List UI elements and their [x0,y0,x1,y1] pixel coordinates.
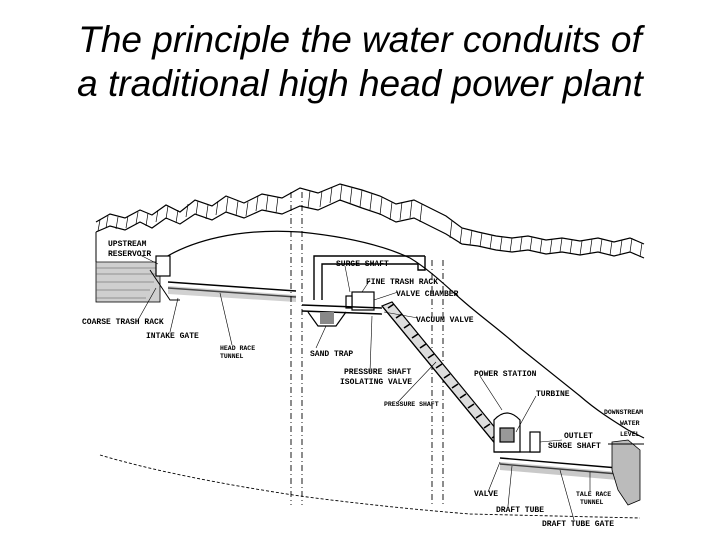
leader-lines [137,254,591,521]
label-downstream-3: LEVEL [620,431,640,438]
label-downstream-2: WATER [620,420,640,427]
page-title: The principle the water conduits of a tr… [0,18,720,106]
ground-line [99,454,641,519]
label-head-race-1: HEAD RACE [220,345,255,352]
valve-chamber [345,291,375,311]
tail-race-tunnel [499,457,619,475]
label-head-race-2: TUNNEL [220,353,244,360]
mountain-profile [157,230,645,439]
section-lines [290,192,444,505]
label-turbine: TURBINE [536,390,570,399]
label-sand-trap: SAND TRAP [310,350,353,359]
power-station [493,412,541,453]
label-intake-gate: INTAKE GATE [146,332,199,341]
label-isolating-1: PRESSURE SHAFT [344,368,411,377]
title-line-1: The principle the water conduits of [78,19,642,60]
tail-race-ground [500,462,618,480]
surge-shaft [313,255,426,300]
label-surge-shaft: SURGE SHAFT [336,260,389,269]
upstream-reservoir [95,232,161,303]
label-valve-chamber: VALVE CHAMBER [396,290,459,299]
label-fine-trash-rack: FINE TRASH RACK [366,278,438,287]
label-upstream-1: UPSTREAM [108,240,147,249]
label-coarse-trash-rack: COARSE TRASH RACK [82,318,164,327]
head-race-ground [168,286,296,302]
label-valve: VALVE [474,490,498,499]
label-outlet-2: SURGE SHAFT [548,442,601,451]
label-tail-race-2: TUNNEL [580,499,604,506]
sand-trap [307,311,347,327]
downstream-water [608,439,644,506]
label-vacuum-valve: VACUUM VALVE [416,316,474,325]
label-power-station: POWER STATION [474,370,537,379]
label-outlet-1: OUTLET [564,432,593,441]
label-tail-race-1: TALE RACE [576,491,611,498]
label-upstream-2: RESERVOIR [108,250,151,259]
label-pressure-shaft: PRESSURE SHAFT [384,401,439,408]
conduit [301,304,383,315]
intake-structure [149,255,180,301]
mountain-hatching [97,183,643,258]
label-isolating-2: ISOLATING VALVE [340,378,412,387]
mountain-ridge [95,183,645,259]
label-downstream-1: DOWNSTREAM [604,409,643,416]
label-draft-tube: DRAFT TUBE [496,506,544,515]
head-race-tunnel [167,281,297,298]
label-draft-tube-gate: DRAFT TUBE GATE [542,520,614,529]
title-line-2: a traditional high head power plant [77,63,643,104]
